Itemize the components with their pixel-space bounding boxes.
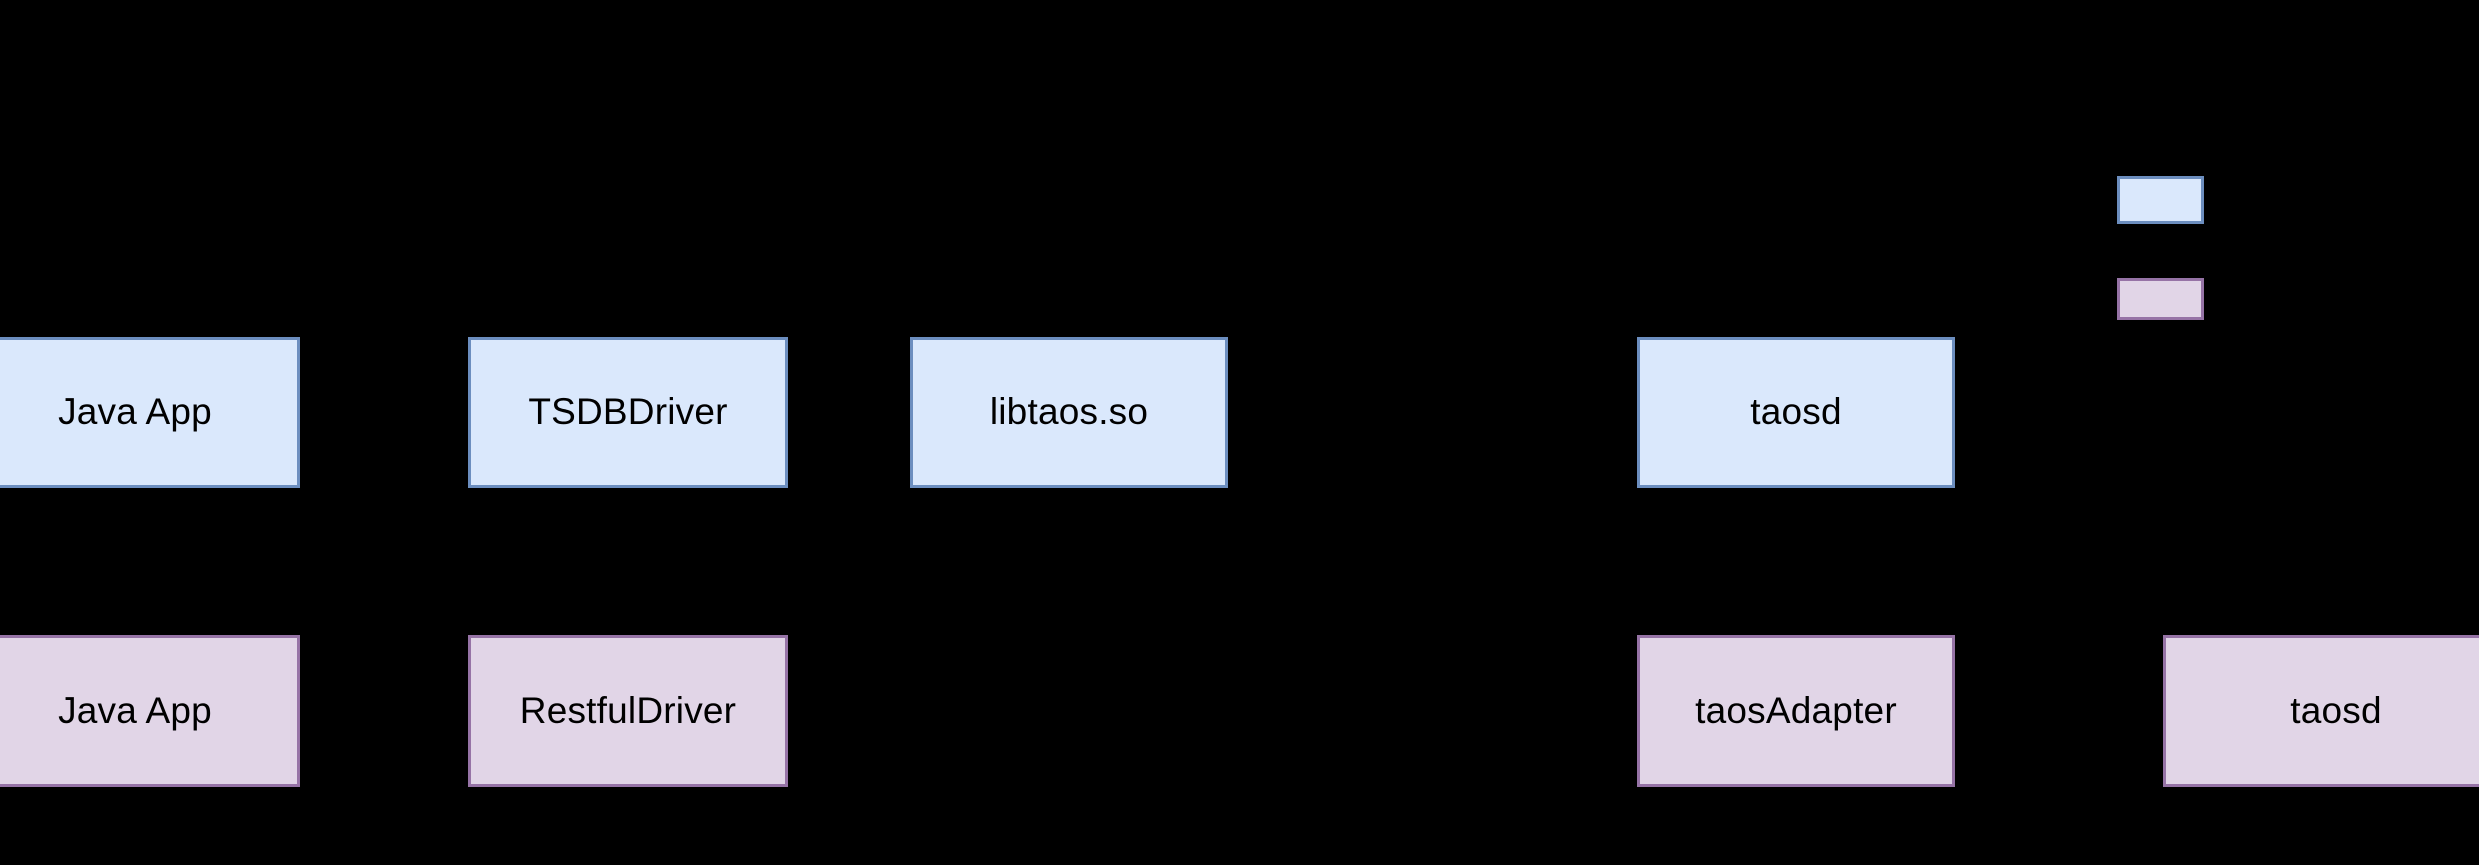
node-label: taosAdapter [1695,689,1897,731]
node-taosd-rest[interactable]: taosd [2163,635,2479,787]
node-java-app-rest[interactable]: Java App [0,635,300,787]
node-label: taosd [1750,391,1842,433]
node-taosd-native[interactable]: taosd [1637,337,1955,488]
node-label: TSDBDriver [528,391,728,433]
node-label: Java App [58,689,212,731]
node-label: taosd [2290,689,2382,731]
legend-swatch-legend-rest [2117,278,2204,320]
node-label: RestfulDriver [519,689,737,731]
legend-swatch-legend-native [2117,176,2204,224]
node-taos-adapter[interactable]: taosAdapter [1637,635,1955,787]
node-tsdb-driver[interactable]: TSDBDriver [468,337,788,488]
node-label: Java App [58,391,212,433]
node-label: libtaos.so [989,391,1149,433]
node-libtaos-so[interactable]: libtaos.so [910,337,1228,488]
node-java-app-native[interactable]: Java App [0,337,300,488]
node-restful-driver[interactable]: RestfulDriver [468,635,788,787]
